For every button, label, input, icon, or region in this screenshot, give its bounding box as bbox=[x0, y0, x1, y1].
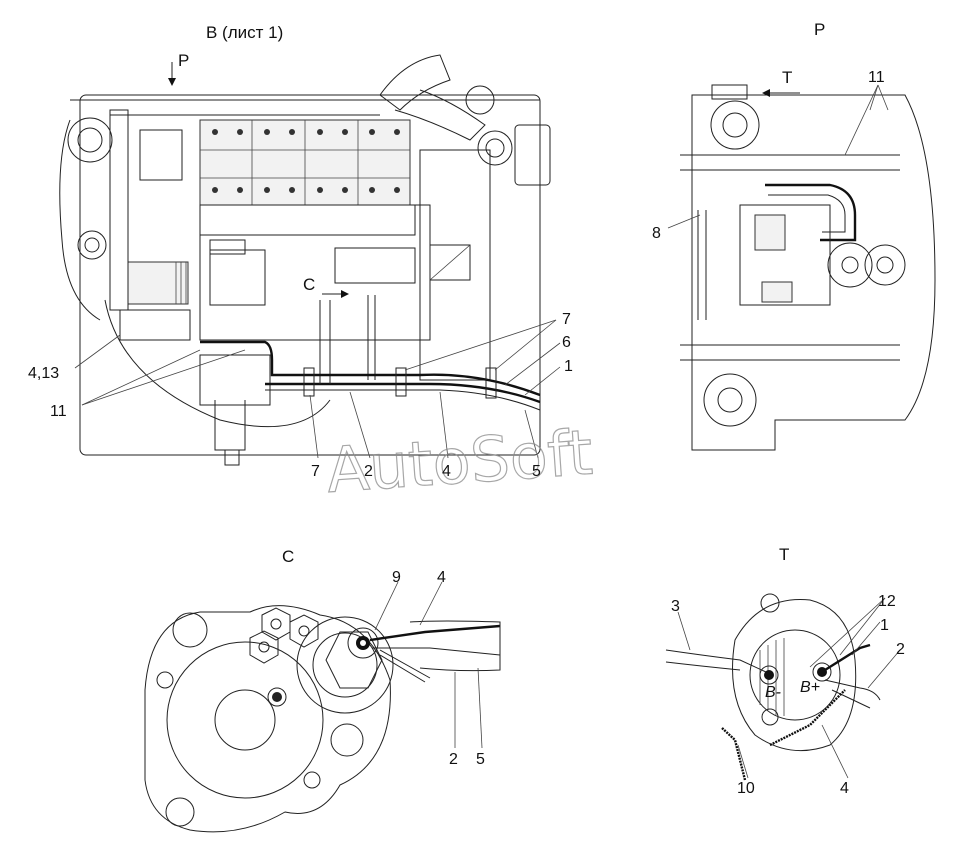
view-t-title: Т bbox=[779, 545, 789, 564]
watermark: AutoSoft bbox=[324, 416, 595, 507]
callout-t-12: 12 bbox=[878, 593, 896, 610]
alternator-body bbox=[732, 599, 857, 752]
view-p-title: Р bbox=[814, 20, 825, 39]
callout-p-11: 11 bbox=[868, 69, 885, 86]
callout-b-7-top: 7 bbox=[562, 311, 571, 328]
flywheel-housing bbox=[419, 149, 491, 381]
callout-t-2: 2 bbox=[896, 641, 905, 658]
callout-b-7-bottom: 7 bbox=[311, 463, 320, 480]
view-b-section-label: С bbox=[303, 275, 315, 294]
view-b-arrow-label: Р bbox=[178, 51, 189, 70]
front-outline bbox=[691, 94, 936, 451]
alternator-view bbox=[665, 593, 901, 781]
engine-outline bbox=[79, 94, 541, 456]
callout-b-11: 11 bbox=[50, 403, 67, 420]
view-c-title: С bbox=[282, 547, 294, 566]
callout-c-4: 4 bbox=[437, 569, 446, 586]
compressor bbox=[127, 261, 189, 305]
starter-view bbox=[144, 581, 501, 833]
terminal-plus-label: B+ bbox=[800, 679, 820, 696]
callout-t-10: 10 bbox=[737, 780, 755, 797]
engine-side-view bbox=[59, 54, 561, 466]
starter-flange bbox=[144, 605, 391, 833]
callout-b-2: 2 bbox=[364, 463, 373, 480]
callout-c-5: 5 bbox=[476, 751, 485, 768]
callout-t-4: 4 bbox=[840, 780, 849, 797]
callout-b-6: 6 bbox=[562, 334, 571, 351]
callout-c-9: 9 bbox=[392, 569, 401, 586]
callout-c-2: 2 bbox=[449, 751, 458, 768]
callout-b-4: 4 bbox=[442, 463, 451, 480]
callout-t-3: 3 bbox=[671, 598, 680, 615]
intake-pipe bbox=[379, 54, 451, 111]
view-p-arrow-label: Т bbox=[782, 68, 792, 87]
solenoid bbox=[296, 616, 394, 714]
view-b-title: В (лист 1) bbox=[206, 23, 283, 42]
callout-b-1: 1 bbox=[564, 358, 573, 375]
callout-p-8: 8 bbox=[652, 225, 661, 242]
callout-b-4-13: 4,13 bbox=[28, 365, 59, 382]
cable-bundle bbox=[200, 340, 541, 397]
front-pulley bbox=[67, 117, 113, 163]
starter-body bbox=[166, 641, 324, 799]
engine-front-view bbox=[667, 84, 936, 451]
crankcase bbox=[199, 204, 431, 341]
callout-b-5: 5 bbox=[532, 463, 541, 480]
callout-t-1: 1 bbox=[880, 617, 889, 634]
terminal-minus-label: B- bbox=[765, 684, 781, 701]
